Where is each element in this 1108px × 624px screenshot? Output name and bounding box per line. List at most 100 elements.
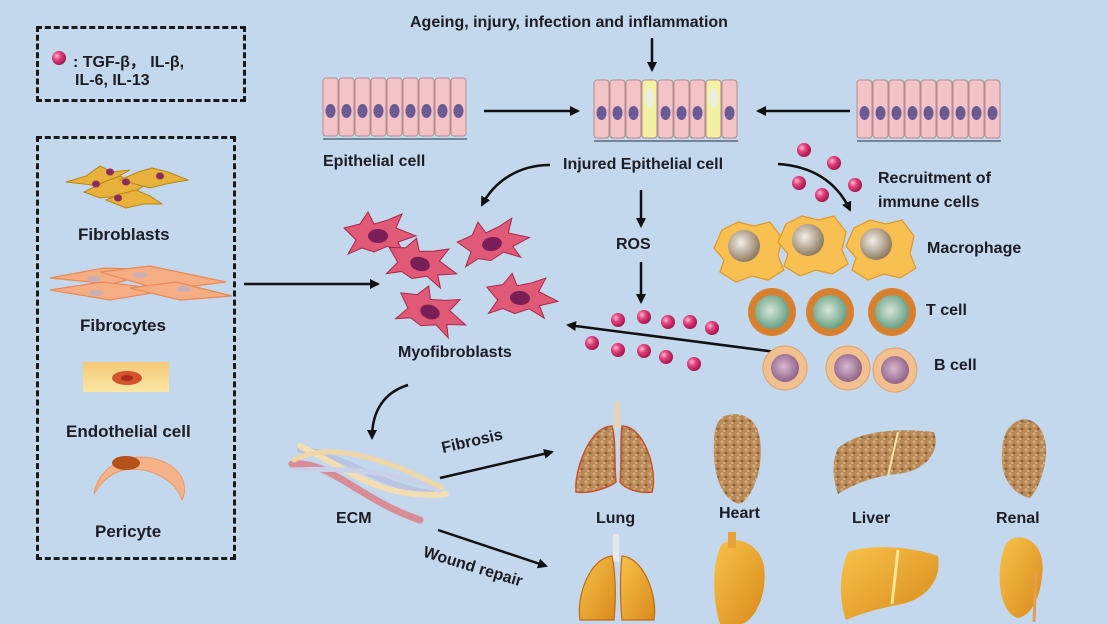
- epithelial-cell: [403, 78, 418, 136]
- myofibroblast-cell: [392, 278, 474, 342]
- b-cell-label: B cell: [934, 357, 977, 375]
- epithelial-cell: [921, 80, 936, 138]
- epithelial-cell: [722, 80, 737, 138]
- fibrotic-lung-icon: [576, 402, 654, 492]
- legend-line-1: : TGF-β， IL-β,: [73, 48, 184, 72]
- recruitment-label-1: Recruitment of: [878, 170, 991, 188]
- injured-epithelial-cell: [642, 80, 657, 138]
- fibrotic-kidney-icon: [1002, 419, 1046, 498]
- epithelial-cell: [674, 80, 689, 138]
- macrophages-icon: [714, 216, 916, 282]
- t-cells-icon: [748, 288, 916, 336]
- epithelial-cell: [451, 78, 466, 136]
- renal-label: Renal: [996, 510, 1040, 528]
- arrow-myofibroblasts-to-ecm: [372, 385, 408, 438]
- liver-label: Liver: [852, 510, 890, 528]
- macrophage-cell: [778, 216, 848, 276]
- epithelial-cell: [435, 78, 450, 136]
- epithelium-normal-right: [857, 80, 1001, 141]
- epithelial-cell: [371, 78, 386, 136]
- epithelium-injured: [594, 80, 738, 141]
- endothelial-cell-label: Endothelial cell: [66, 422, 191, 442]
- macrophage-label: Macrophage: [927, 240, 1021, 258]
- ecm-label: ECM: [336, 510, 372, 528]
- cytokine-sphere: [637, 344, 651, 358]
- fibroblasts-label: Fibroblasts: [78, 225, 170, 245]
- healthy-liver-icon: [841, 547, 939, 620]
- cytokine-sphere: [792, 176, 806, 190]
- epithelial-cell: [969, 80, 984, 138]
- arrow-injured-to-myofibroblasts: [482, 165, 550, 205]
- epithelial-cell: [339, 78, 354, 136]
- epithelial-cell: [873, 80, 888, 138]
- b-cell: [826, 346, 870, 390]
- heart-label: Heart: [719, 505, 760, 523]
- fibrocytes-label: Fibrocytes: [80, 316, 166, 336]
- b-cell: [873, 348, 917, 392]
- epithelial-cell: [889, 80, 904, 138]
- cytokine-sphere: [637, 310, 651, 324]
- macrophage-cell: [714, 222, 784, 282]
- cytokine-sphere: [659, 350, 673, 364]
- arrow-fibrosis: [440, 452, 552, 478]
- t-cell: [748, 288, 796, 336]
- epithelial-cell: [594, 80, 609, 138]
- t-cell: [868, 288, 916, 336]
- macrophage-cell: [846, 220, 916, 280]
- cytokine-sphere: [661, 315, 675, 329]
- cytokine-sphere: [611, 313, 625, 327]
- arrow-recruitment: [778, 164, 850, 210]
- t-cell: [806, 288, 854, 336]
- cytokine-cluster-recruitment: [792, 143, 862, 202]
- epithelial-cell-label: Epithelial cell: [323, 153, 425, 171]
- epithelial-cell: [419, 78, 434, 136]
- cytokine-sphere: [687, 357, 701, 371]
- epithelial-cell: [355, 78, 370, 136]
- ros-label: ROS: [616, 236, 651, 254]
- epithelial-cell: [690, 80, 705, 138]
- fibrotic-heart-icon: [714, 414, 761, 504]
- cytokine-sphere: [683, 315, 697, 329]
- injured-epithelial-cell-label: Injured Epithelial cell: [563, 156, 723, 174]
- fibrotic-liver-icon: [834, 430, 936, 494]
- epithelial-cell: [905, 80, 920, 138]
- epithelial-cell: [626, 80, 641, 138]
- pericyte-label: Pericyte: [95, 522, 161, 542]
- epithelial-cell: [857, 80, 872, 138]
- source-cells-box: [36, 136, 236, 560]
- cytokine-sphere: [815, 188, 829, 202]
- epithelial-cell: [985, 80, 1000, 138]
- epithelial-cell: [953, 80, 968, 138]
- cytokine-cluster-center: [585, 310, 719, 371]
- epithelial-cell: [387, 78, 402, 136]
- epithelial-cell: [323, 78, 338, 136]
- arrow-immune-to-myofibroblasts: [568, 325, 776, 352]
- trigger-label: Ageing, injury, infection and inflammati…: [410, 14, 728, 32]
- healthy-kidney-icon: [1000, 537, 1043, 622]
- cytokine-sphere: [827, 156, 841, 170]
- b-cells-icon: [763, 346, 917, 392]
- myofibroblast-cell: [485, 271, 560, 319]
- epithelial-cell: [610, 80, 625, 138]
- epithelium-normal-left: [323, 78, 467, 139]
- myofibroblast-cell: [454, 214, 532, 268]
- t-cell-label: T cell: [926, 302, 967, 320]
- healthy-lung-icon: [579, 534, 654, 620]
- b-cell: [763, 346, 807, 390]
- cytokine-sphere: [611, 343, 625, 357]
- injured-epithelial-cell: [706, 80, 721, 138]
- legend-line-2: IL-6, IL-13: [75, 72, 150, 90]
- cytokine-sphere: [705, 321, 719, 335]
- epithelial-cell: [937, 80, 952, 138]
- cytokine-sphere: [848, 178, 862, 192]
- epithelial-cell: [658, 80, 673, 138]
- lung-label: Lung: [596, 510, 635, 528]
- cytokine-sphere: [797, 143, 811, 157]
- cytokine-sphere: [585, 336, 599, 350]
- myofibroblasts-label: Myofibroblasts: [398, 344, 512, 362]
- myofibroblasts-icon: [344, 212, 560, 342]
- ecm-fibers-icon: [292, 446, 446, 520]
- recruitment-label-2: immune cells: [878, 194, 979, 212]
- healthy-heart-icon: [714, 532, 764, 624]
